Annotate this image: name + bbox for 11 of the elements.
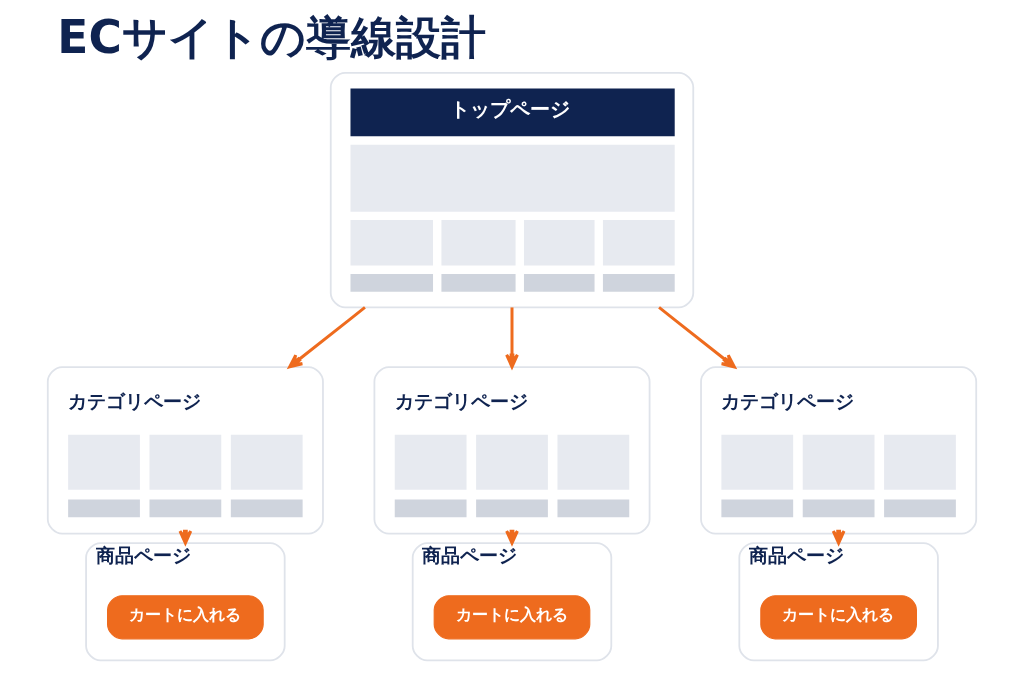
diagram-title: ECサイトの導線設計	[57, 11, 486, 65]
node-box: カートに入れる	[107, 595, 264, 640]
node-box: カートに入れる	[433, 595, 591, 640]
arrow	[178, 529, 193, 545]
node-box: カートに入れる	[760, 595, 917, 640]
arrow	[658, 306, 736, 369]
node-box: トップページ	[329, 72, 695, 309]
arrow	[505, 529, 519, 545]
arrow	[831, 529, 846, 545]
arrow	[288, 306, 366, 369]
arrow	[505, 307, 519, 369]
